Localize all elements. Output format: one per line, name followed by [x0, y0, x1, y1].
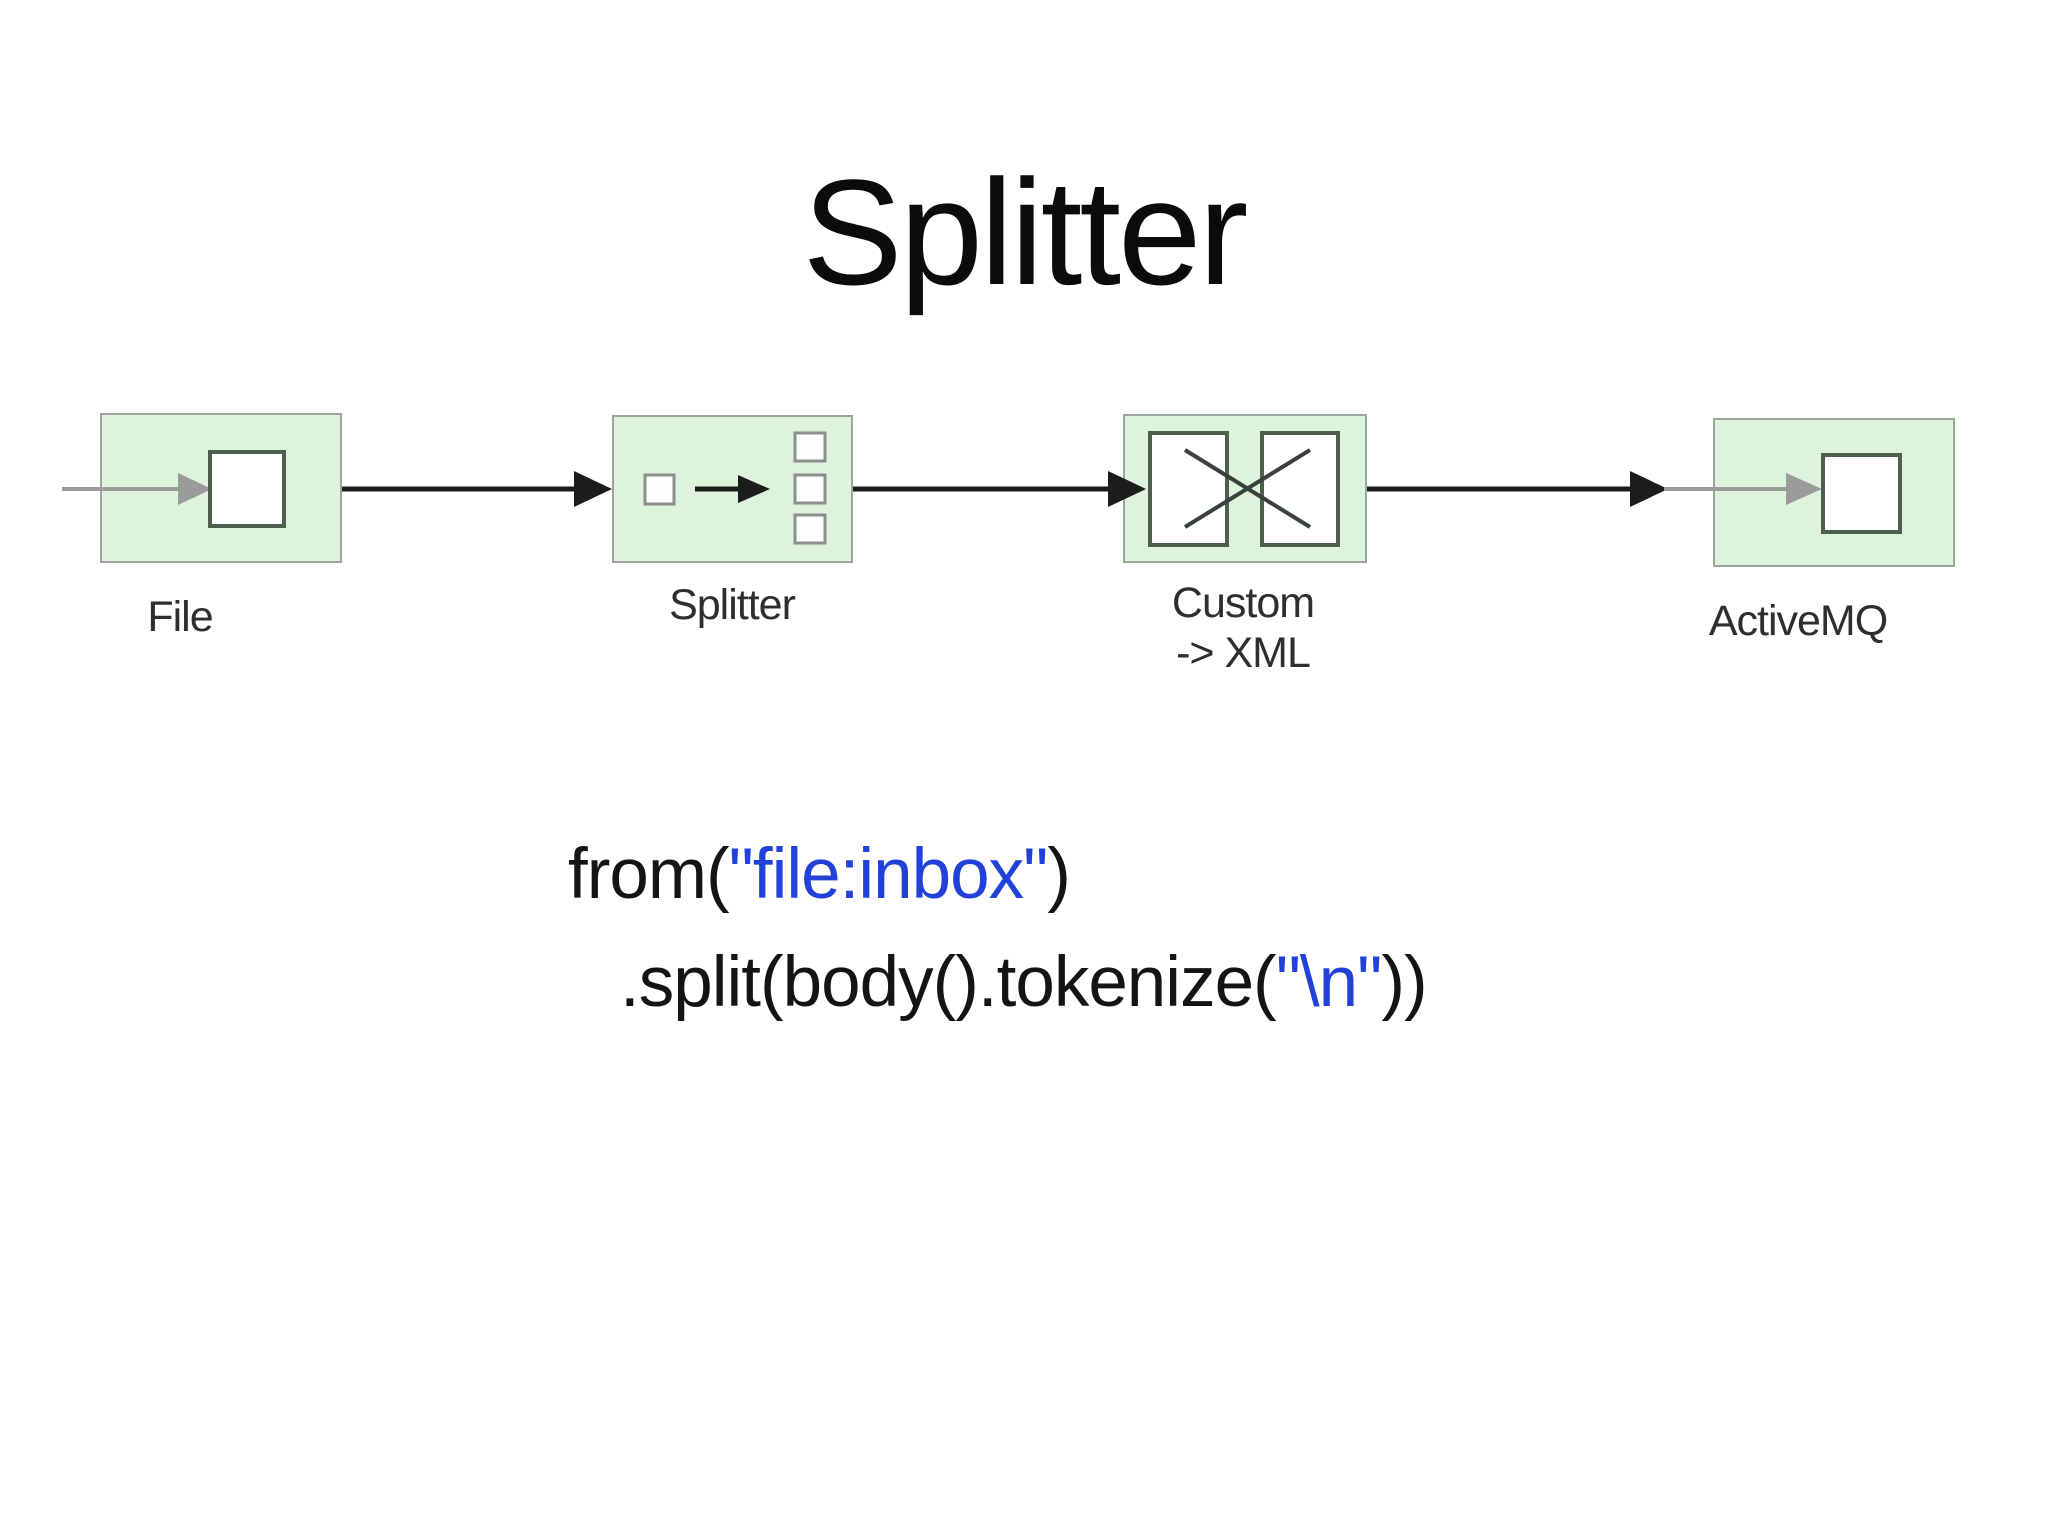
flow-diagram-graphics: [62, 431, 1902, 547]
node-label-file: File: [147, 593, 213, 641]
code-text: .split(body().tokenize(: [620, 943, 1277, 1022]
message-square-icon: [208, 450, 286, 528]
code-text: from(: [568, 835, 730, 914]
gray-arrowhead-icon: [178, 473, 212, 505]
translator-rect-2-icon: [1260, 431, 1340, 547]
translator-rect-1-icon: [1148, 431, 1229, 547]
code-line-2: .split(body().tokenize("\n")): [620, 942, 1428, 1024]
arrowhead-icon: [1630, 471, 1668, 507]
code-string-literal: "\n": [1275, 943, 1383, 1022]
node-label-custom-line1: Custom: [1171, 579, 1315, 627]
source-square-icon: [643, 473, 676, 506]
out-square-1-icon: [793, 431, 827, 463]
split-arrowhead-icon: [738, 475, 770, 503]
gray-arrowhead-icon: [1786, 473, 1822, 505]
message-translator-icon: [1148, 431, 1340, 547]
message-square-icon: [1821, 453, 1902, 534]
node-label-custom: Custom -> XML: [1171, 578, 1315, 678]
code-string-literal: "file:inbox": [728, 835, 1049, 914]
flow-arrow-2: [853, 471, 1146, 507]
out-square-3-icon: [793, 513, 827, 545]
code-text: ): [1047, 835, 1071, 914]
arrowhead-icon: [1108, 471, 1146, 507]
node-label-activemq: ActiveMQ: [1708, 597, 1888, 645]
endpoint-icon: [62, 450, 286, 528]
code-text: )): [1381, 943, 1427, 1022]
cross-line-2: [1183, 448, 1312, 529]
node-label-custom-line2: -> XML: [1176, 629, 1311, 677]
code-line-1: from("file:inbox"): [568, 834, 1071, 916]
out-square-2-icon: [793, 473, 827, 505]
arrowhead-icon: [574, 471, 612, 507]
endpoint-icon: [1664, 453, 1902, 534]
node-label-splitter: Splitter: [669, 581, 796, 629]
flow-arrow-1: [342, 471, 612, 507]
splitter-icon: [643, 431, 827, 545]
flow-arrow-3: [1367, 471, 1668, 507]
slide-title: Splitter: [802, 148, 1249, 316]
